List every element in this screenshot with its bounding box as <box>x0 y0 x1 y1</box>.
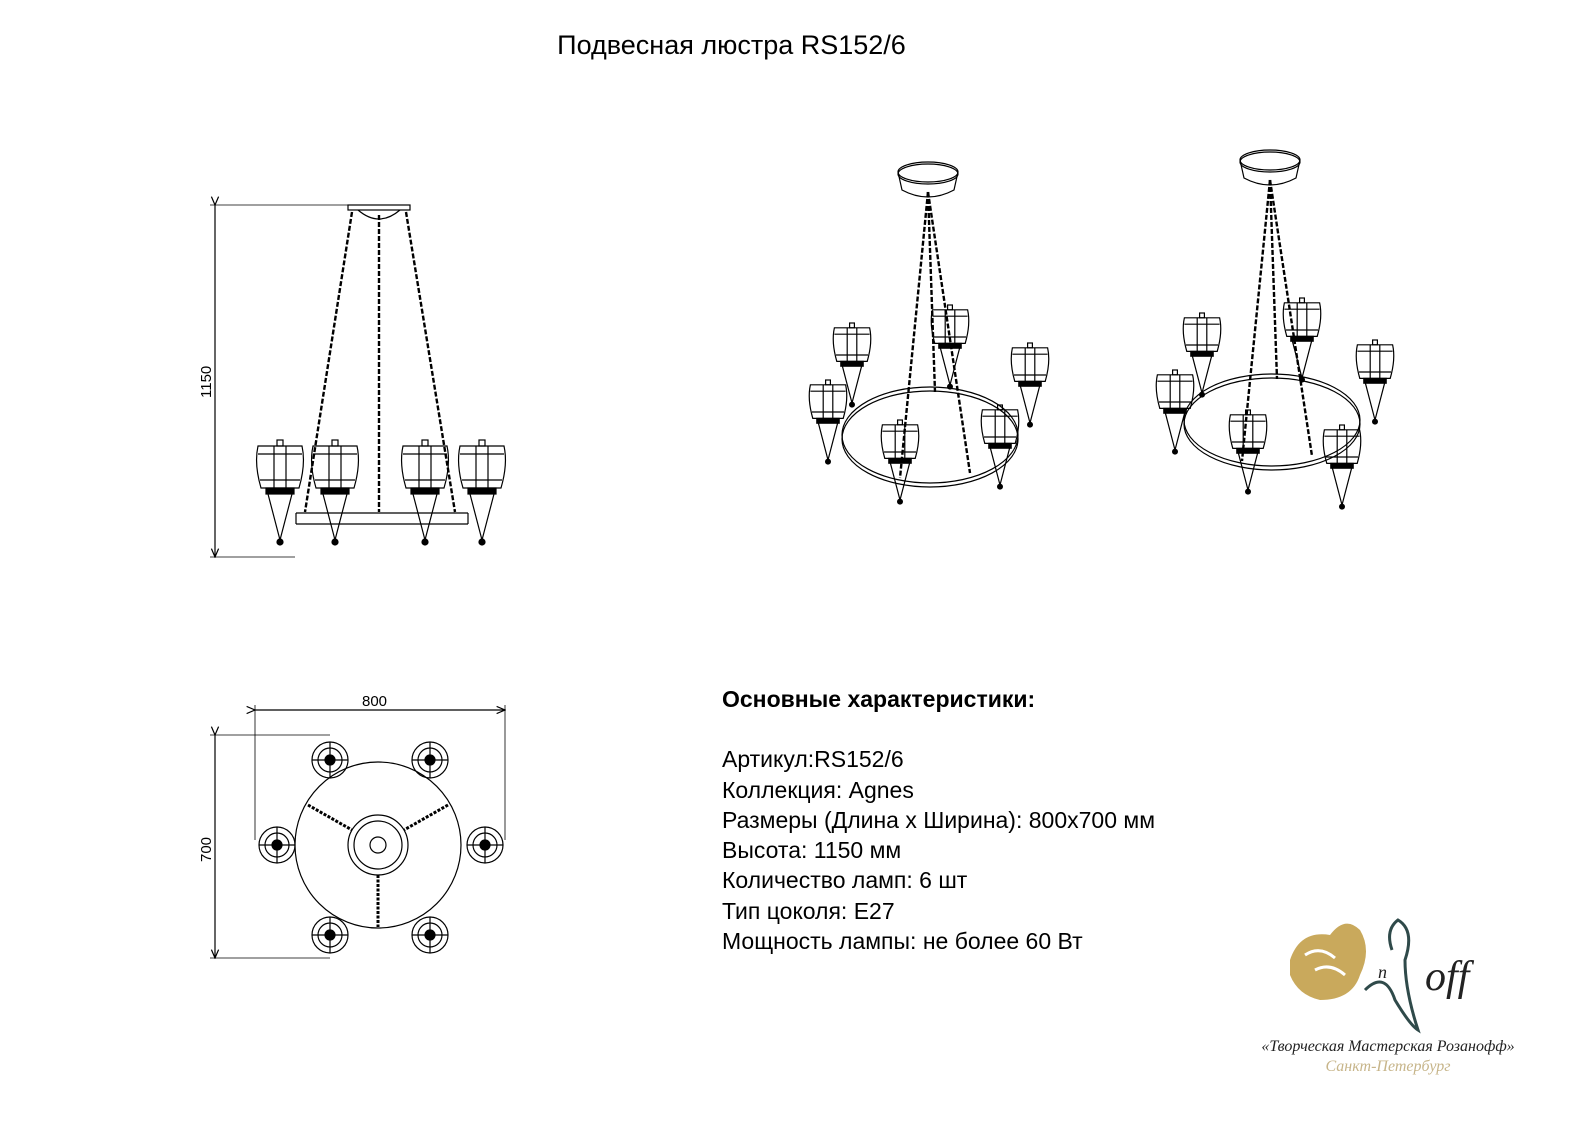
lamp-top <box>466 826 504 864</box>
lamp-top <box>311 916 349 954</box>
lamp-shade <box>1322 424 1362 510</box>
ceiling-canopy <box>1239 149 1301 171</box>
spec-socket: Тип цоколя: E27 <box>722 897 895 924</box>
length-dimension-label: 800 <box>362 693 387 710</box>
lamp-shade <box>255 439 305 546</box>
lamp-shade <box>808 379 848 465</box>
lamp-shade <box>1355 339 1395 425</box>
chain <box>404 211 457 513</box>
lamp-top <box>311 741 349 779</box>
ring <box>1183 373 1361 467</box>
top-view-drawing <box>210 705 505 958</box>
spec-height: Высота: 1150 мм <box>722 837 902 864</box>
lamp-shade <box>880 419 920 505</box>
lamp-shade <box>457 439 507 546</box>
height-dimension-label: 1150 <box>198 366 215 398</box>
logo-swash <box>1363 918 1421 1034</box>
lamp-shade <box>1010 342 1050 428</box>
lamp-shade <box>400 439 450 546</box>
lamp-top <box>258 826 296 864</box>
lamp-top <box>411 741 449 779</box>
lamp-shade <box>1182 312 1222 398</box>
svg-text:n: n <box>1378 962 1387 982</box>
lamp-shade <box>310 439 360 546</box>
spec-power: Мощность лампы: не более 60 Вт <box>722 928 1083 955</box>
chain <box>303 211 354 513</box>
company-city: Санкт-Петербург <box>1325 1058 1451 1075</box>
perspective-view-2 <box>1155 149 1395 510</box>
spec-lamp-count: Количество ламп: 6 шт <box>722 867 968 894</box>
perspective-view-1 <box>808 161 1050 505</box>
lamp-shade <box>1282 297 1322 383</box>
spec-article: Артикул:RS152/6 <box>722 746 904 773</box>
front-view-drawing <box>210 205 507 557</box>
lamp-shade <box>1155 369 1195 455</box>
page-title: Подвесная люстра RS152/6 <box>557 30 906 60</box>
rose-icon <box>1290 923 1366 1000</box>
ring <box>841 386 1019 484</box>
spec-dimensions: Размеры (Длина х Ширина): 800х700 мм <box>722 806 1156 833</box>
company-name: «Творческая Мастерская Розанофф» <box>1261 1038 1515 1055</box>
specs-heading: Основные характеристики: <box>722 686 1036 712</box>
lamp-shade <box>832 322 872 408</box>
svg-text:off: off <box>1425 954 1475 1000</box>
specifications-block: Основные характеристики: Артикул:RS152/6… <box>722 684 1155 956</box>
spec-collection: Коллекция: Agnes <box>722 776 914 803</box>
lamp-shade <box>1228 409 1268 495</box>
rozanoff-logo: n off <box>1290 918 1475 1034</box>
lamp-top <box>411 916 449 954</box>
lamp-shade <box>980 404 1020 490</box>
width-dimension-label: 700 <box>198 837 215 862</box>
lamp-shade <box>930 304 970 390</box>
ceiling-canopy <box>897 161 959 183</box>
